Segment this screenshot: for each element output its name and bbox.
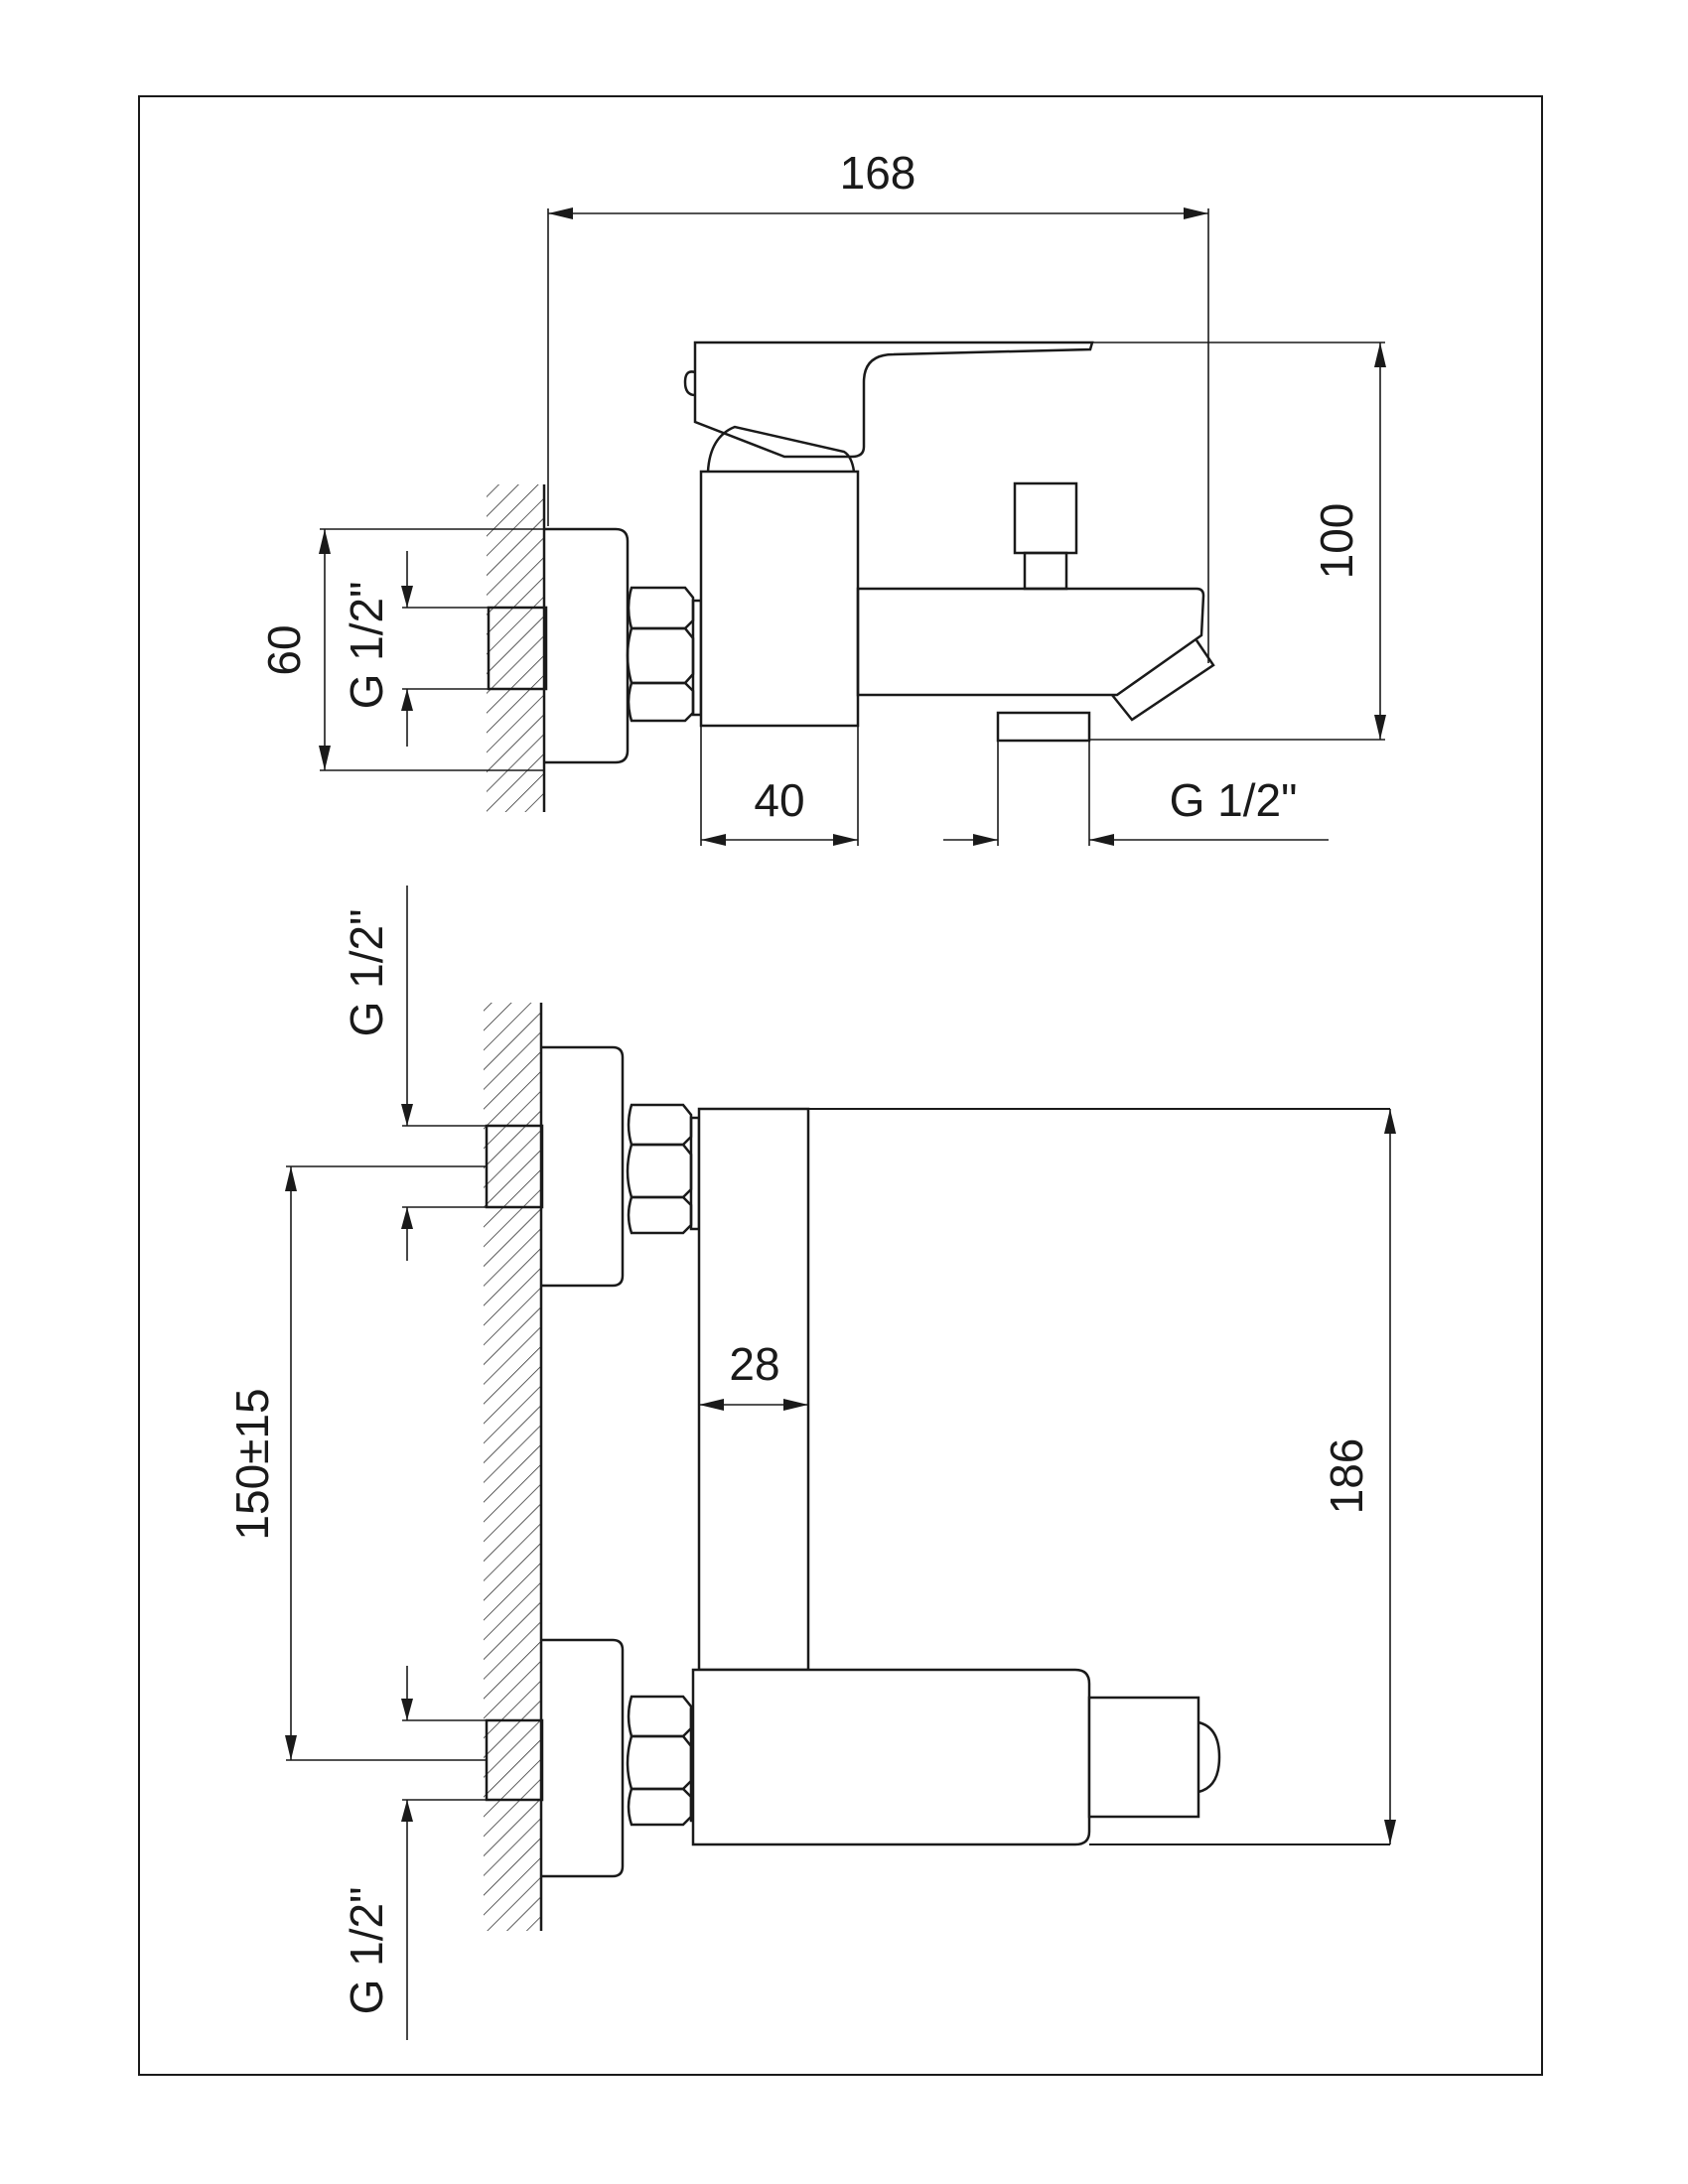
thread-side-inlet: G 1/2" (341, 582, 392, 710)
thread-front-upper: G 1/2" (341, 909, 392, 1037)
dim-body-depth: 40 (754, 774, 804, 826)
side-view: 168 100 60 G 1/2" 40 G 1/ (258, 147, 1386, 846)
thread-front-lower: G 1/2" (341, 1887, 392, 2015)
thread-outlet: G 1/2" (1170, 774, 1298, 826)
valve-body-side (699, 470, 860, 728)
drawing-frame (138, 95, 1543, 2076)
dim-overall-height: 100 (1311, 503, 1362, 580)
dim-body-height: 186 (1321, 1438, 1372, 1515)
inlet-thread-top (487, 606, 548, 691)
valve-body-front (697, 1107, 810, 1672)
dim-body-width: 28 (729, 1338, 779, 1390)
dim-overall-width: 168 (840, 147, 916, 199)
dim-inlet-spacing: 150±15 (226, 1388, 278, 1540)
front-view: 28 186 150±15 G 1/2" G 1/2" (226, 886, 1396, 2040)
wall-hatch-top (487, 484, 544, 812)
spout (856, 587, 1205, 697)
wall-hatch-front (484, 1003, 541, 1931)
dim-wall-flange: 60 (258, 624, 310, 675)
outlet-thread (996, 711, 1091, 743)
lower-body (691, 1668, 1091, 1846)
lever-handle (693, 341, 1094, 459)
